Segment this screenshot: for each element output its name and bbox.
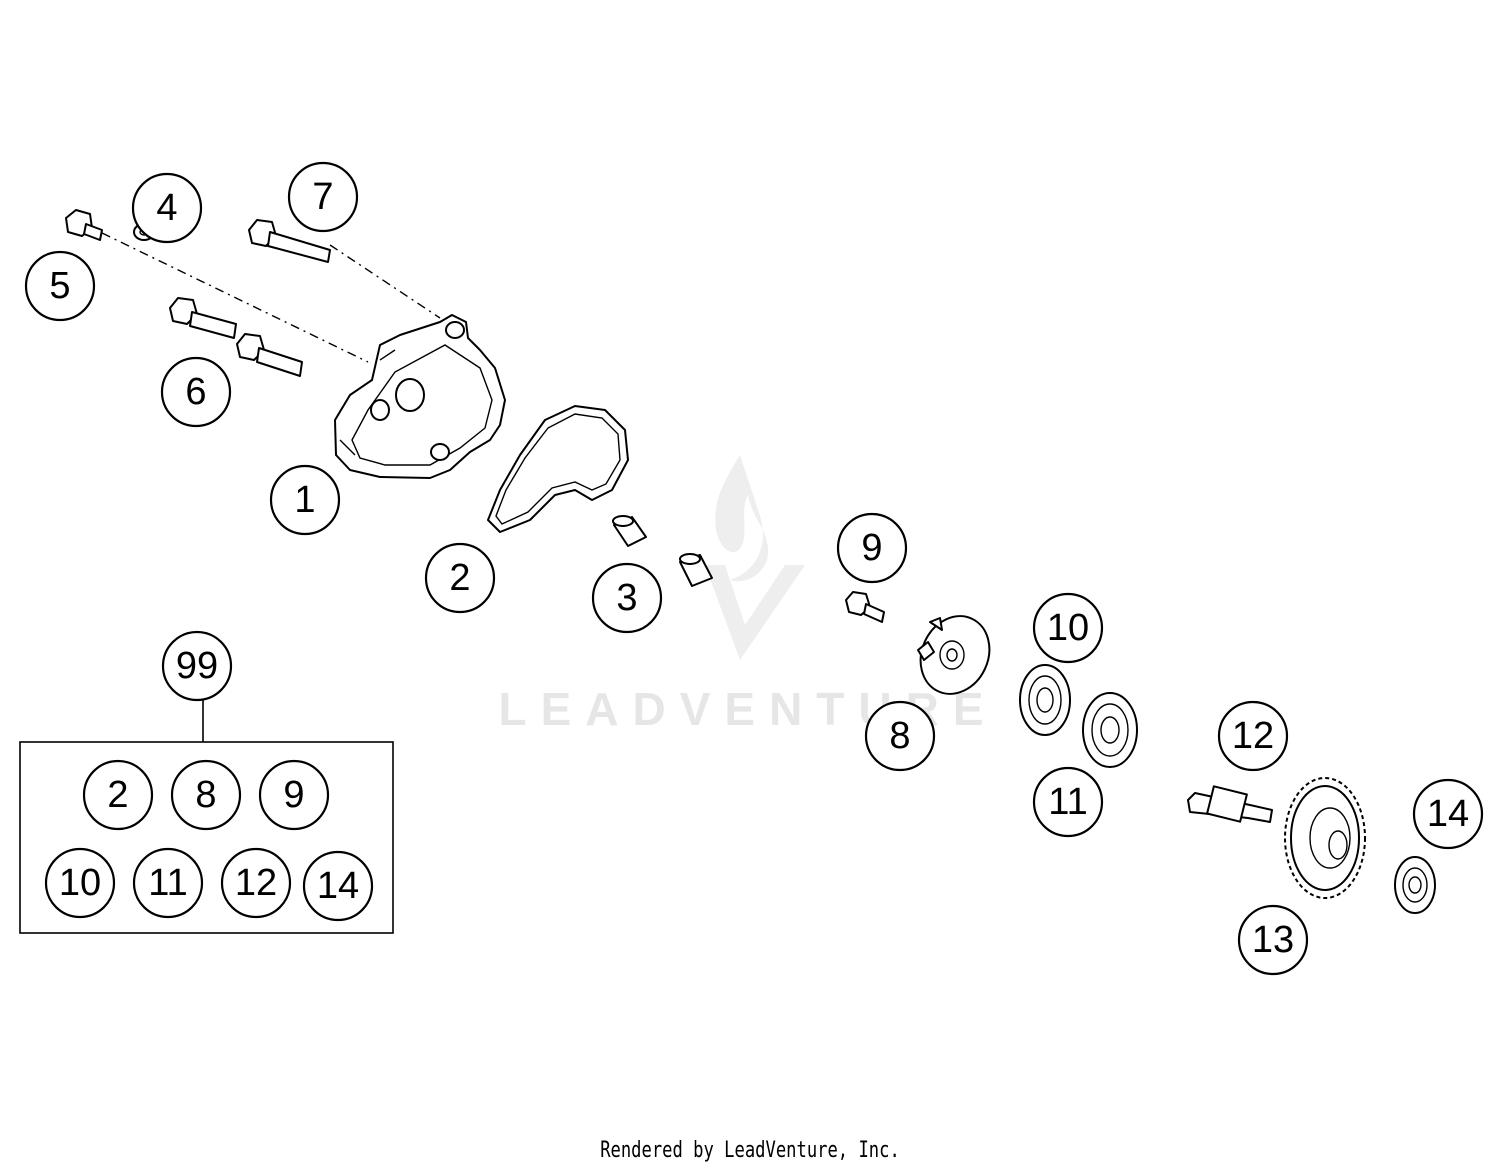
callout-label: 11 [1048, 781, 1087, 823]
gear-part-13 [1284, 777, 1366, 899]
callout-11[interactable]: 11 [1032, 766, 1104, 838]
callout-label: 12 [1232, 715, 1274, 757]
kit-item-12[interactable]: 12 [220, 847, 292, 919]
kit-item-8[interactable]: 8 [170, 759, 242, 831]
callout-label: 1 [294, 479, 315, 521]
callout-1[interactable]: 1 [269, 464, 341, 536]
bolt-part-6a [169, 297, 237, 339]
callout-label: 4 [156, 187, 177, 229]
screw-part-9 [845, 591, 885, 623]
kit-item-2[interactable]: 2 [82, 759, 154, 831]
callout-label: 5 [49, 265, 70, 307]
kit-item-label: 11 [148, 862, 187, 904]
kit-label: 99 [176, 645, 218, 687]
bolt-part-6b [236, 333, 303, 377]
callout-label: 14 [1427, 793, 1469, 835]
callout-4[interactable]: 4 [131, 172, 203, 244]
bearing-part-11 [1082, 692, 1138, 768]
sleeve-part-3a [612, 515, 647, 547]
kit-group-99: 99 2 8 9 10 11 12 14 [19, 630, 394, 934]
callout-label: 10 [1047, 607, 1089, 649]
kit-item-label: 8 [195, 774, 216, 816]
callout-label: 9 [861, 527, 882, 569]
impeller-part-8 [917, 615, 991, 695]
kit-item-9[interactable]: 9 [258, 759, 330, 831]
callout-label: 3 [616, 577, 637, 619]
kit-item-14[interactable]: 14 [302, 850, 374, 922]
callout-10[interactable]: 10 [1032, 592, 1104, 664]
callout-8[interactable]: 8 [864, 700, 936, 772]
assembly-line-bolt-7 [329, 244, 441, 319]
kit-item-label: 9 [283, 774, 304, 816]
rendered-by-footer: Rendered by LeadVenture, Inc. [600, 1138, 900, 1163]
callout-7[interactable]: 7 [287, 161, 359, 233]
callout-label: 8 [889, 715, 910, 757]
bearing-part-14 [1394, 856, 1436, 914]
callout-13[interactable]: 13 [1237, 904, 1309, 976]
callout-label: 6 [185, 371, 206, 413]
callout-6[interactable]: 6 [160, 356, 232, 428]
callout-9[interactable]: 9 [836, 512, 908, 584]
callout-2[interactable]: 2 [424, 542, 496, 614]
shaft-part-12 [1187, 785, 1273, 823]
assembly-line-bolt-5 [101, 232, 369, 363]
callout-14[interactable]: 14 [1412, 778, 1484, 850]
kit-item-label: 10 [59, 862, 101, 904]
kit-item-label: 2 [107, 774, 128, 816]
gasket-part-2 [487, 405, 629, 533]
callout-3[interactable]: 3 [591, 562, 663, 634]
callout-label: 13 [1252, 919, 1294, 961]
bolt-part-5 [65, 209, 103, 241]
kit-item-label: 14 [317, 865, 359, 907]
seal-part-10 [1019, 664, 1071, 736]
kit-contents-box [19, 741, 394, 934]
kit-callout-99[interactable]: 99 [161, 630, 233, 702]
callout-5[interactable]: 5 [24, 250, 96, 322]
callout-label: 7 [312, 176, 333, 218]
kit-item-10[interactable]: 10 [44, 847, 116, 919]
kit-item-11[interactable]: 11 [132, 847, 204, 919]
pump-cover-part-1 [334, 314, 506, 479]
callout-12[interactable]: 12 [1217, 700, 1289, 772]
callout-label: 2 [449, 557, 470, 599]
bolt-part-7 [248, 219, 331, 263]
kit-item-label: 12 [235, 862, 277, 904]
sleeve-part-3b [679, 553, 713, 587]
leadventure-watermark: LEADVENTURE [498, 455, 984, 735]
